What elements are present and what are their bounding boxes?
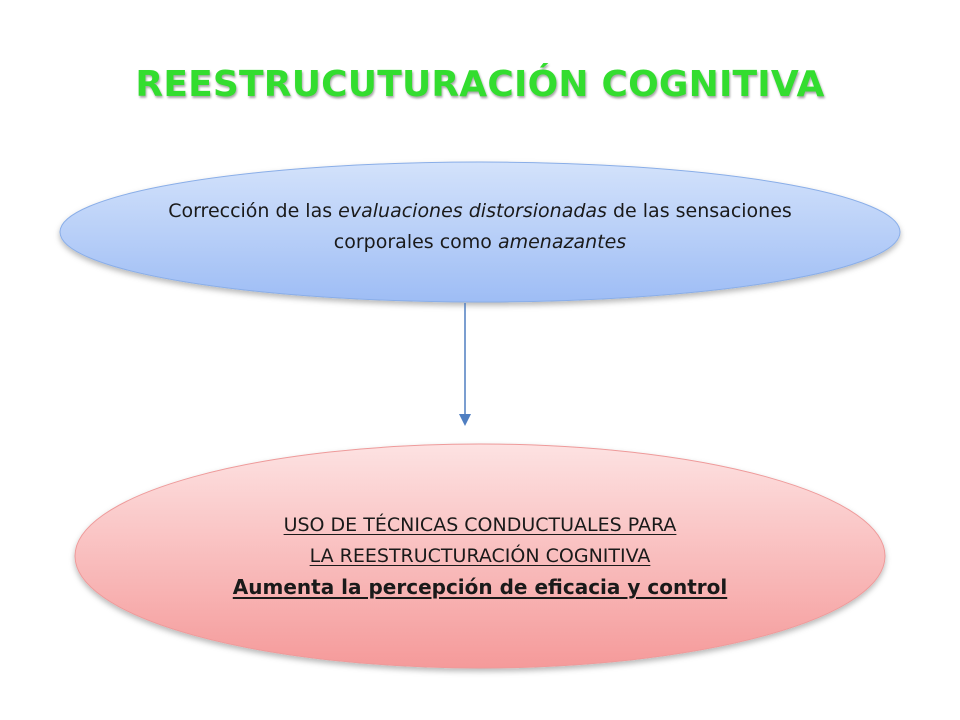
top-node-text: Corrección de las evaluaciones distorsio…: [160, 196, 800, 258]
top-node-text-part3: de las sensaciones corporales como: [333, 200, 792, 253]
bottom-node-line3: Aumenta la percepción de eficacia y cont…: [232, 575, 728, 599]
top-ellipse-node: [59, 161, 901, 303]
bottom-node-line2: LA REESTRUCTURACIÓN COGNITIVA: [309, 545, 651, 567]
slide-title: REESTRUCUTURACIÓN COGNITIVA: [135, 64, 825, 105]
top-node-text-italic2: amenazantes: [497, 231, 627, 253]
bottom-node-text: USO DE TÉCNICAS CONDUCTUALES PARA LA REE…: [150, 510, 810, 603]
top-node-text-part1: Corrección de las: [168, 200, 339, 222]
top-node-text-italic1: evaluaciones distorsionadas: [338, 200, 607, 222]
bottom-node-line1: USO DE TÉCNICAS CONDUCTUALES PARA: [283, 514, 677, 536]
bottom-ellipse-node: [74, 443, 886, 669]
